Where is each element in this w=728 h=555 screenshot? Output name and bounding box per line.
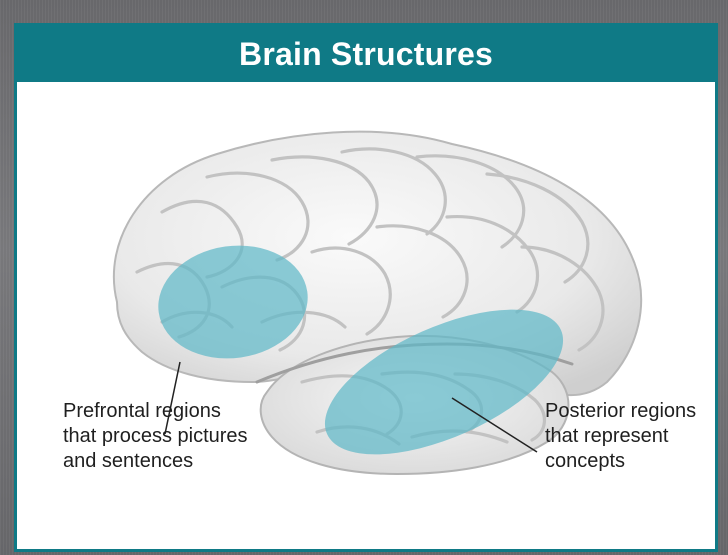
brain-diagram [17, 82, 715, 549]
panel-title: Brain Structures [17, 26, 715, 82]
prefrontal-label: Prefrontal regions that process pictures… [63, 399, 248, 474]
figure-panel: Brain Structures [14, 23, 718, 552]
posterior-label: Posterior regions that represent concept… [545, 399, 696, 474]
